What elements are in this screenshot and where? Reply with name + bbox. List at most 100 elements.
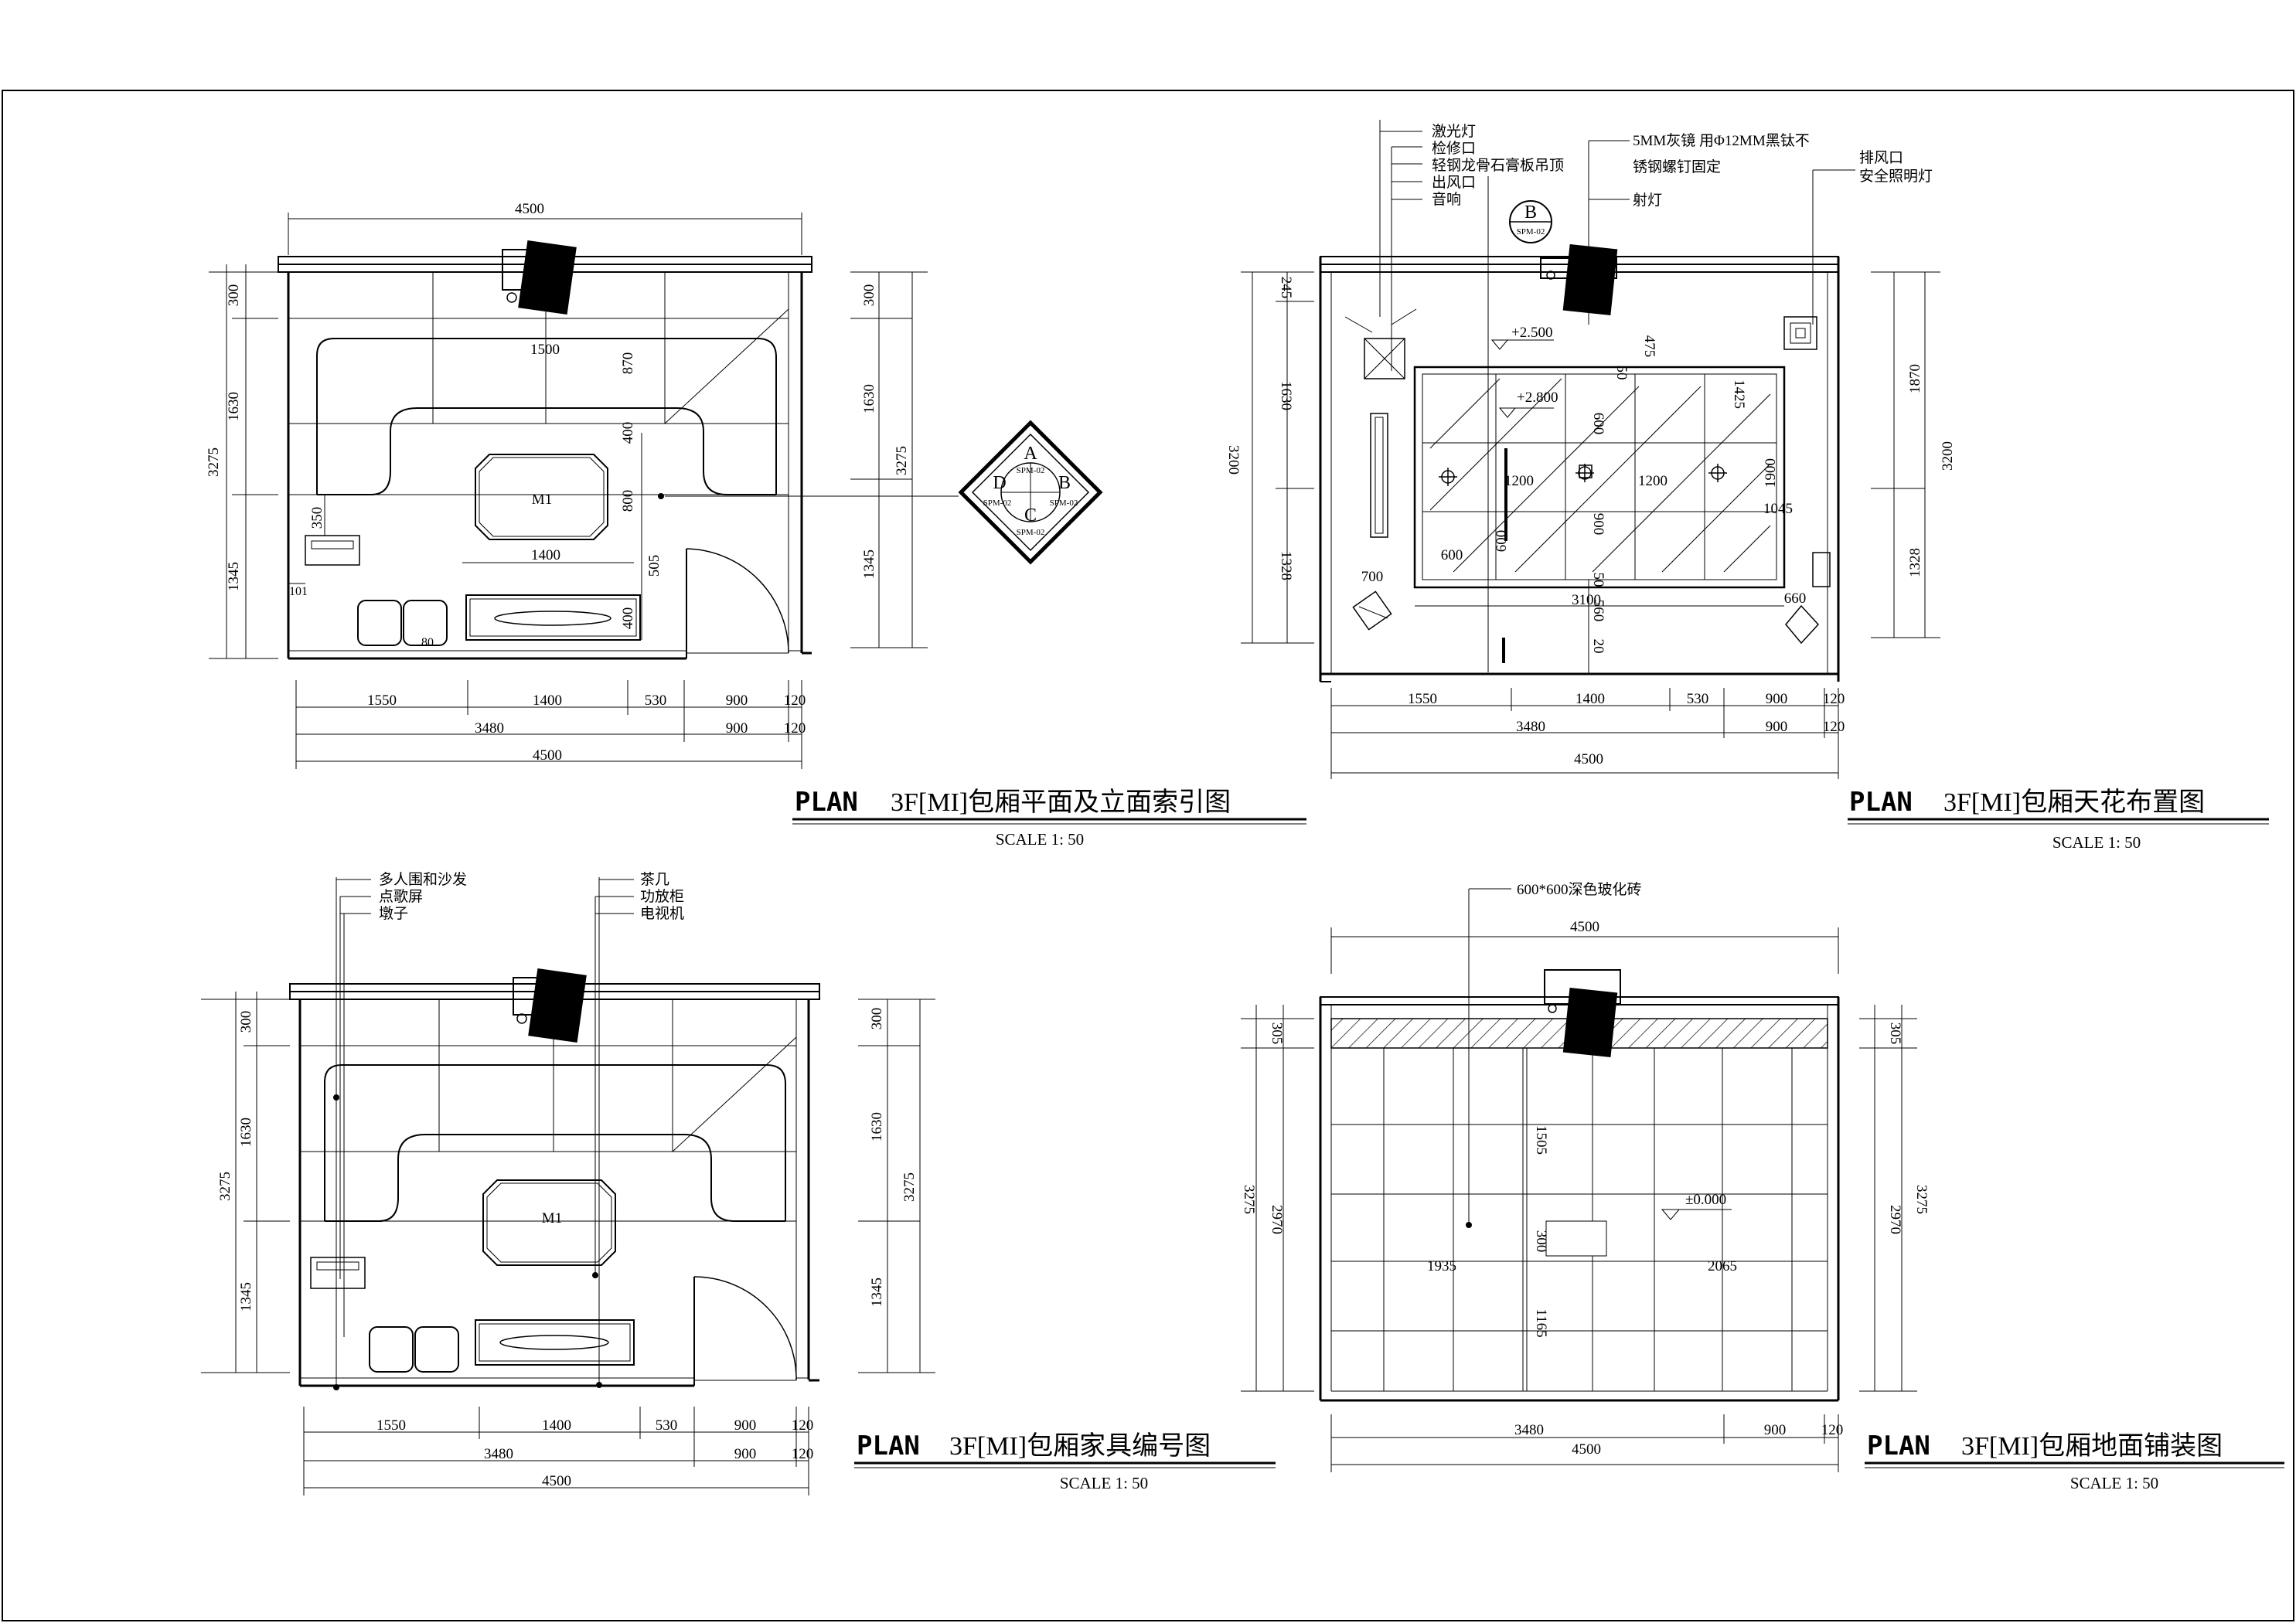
p1-inner-1500: 1500 [530,342,560,358]
p3-left-2: 1345 [238,1282,254,1312]
index-letter-b: B [1058,473,1071,493]
p1-inner-80: 80 [421,636,434,649]
p3-table-tag: M1 [542,1210,562,1227]
p1-b2-1: 900 [726,720,748,737]
p2-left-total: 3200 [1225,445,1242,475]
p3-legend-left-2: 墩子 [379,905,408,922]
p1-left-total: 3275 [206,447,222,477]
p4-b1-0: 3480 [1514,1422,1544,1438]
plan-4-title: PLAN 3F[MI]包厢地面铺装图 SCALE 1: 50 [1865,1431,2284,1492]
index-ref-c: SPM-02 [1017,528,1045,537]
p2-inner-3: 600 [1590,413,1606,435]
p1-right-1630: 1630 [861,384,877,413]
p2-inner-4: 1200 [1504,473,1534,489]
p1-inner-400b: 400 [620,607,636,630]
p2-legend-left-1: 检修口 [1432,140,1476,157]
plan-2-labels: B SPM-02 激光灯 检修口 轻钢龙骨石膏板吊顶 出风口 音响 5MM灰镜 … [1225,123,1956,767]
p1-title: 3F[MI]包厢平面及立面索引图 [891,788,1231,817]
p1-right-300: 300 [861,284,877,307]
p4-b3-0: 4500 [1572,1441,1601,1458]
p2-right-0: 1870 [1907,364,1923,393]
p1-b1-4: 120 [784,692,806,709]
plan-4-labels: 600*600深色玻化砖 4500 ±0.000 1505 300 1165 1… [1241,881,1930,1458]
p3-title: 3F[MI]包厢家具编号图 [949,1431,1211,1461]
p2-legend-left-2: 轻钢龙骨石膏板吊顶 [1432,156,1564,174]
p1-table-tag: M1 [532,492,552,508]
index-letter-a: A [1024,444,1037,464]
p2-b2-1: 900 [1766,719,1788,735]
p2-b1-0: 1550 [1408,691,1437,707]
p3-left-total: 3275 [217,1172,233,1201]
p3-b2-2: 120 [792,1446,814,1462]
p2-b3-0: 4500 [1574,751,1603,767]
p3-left-1: 1630 [238,1118,254,1147]
p2-legend-left-0: 激光灯 [1432,123,1476,140]
p1-inner-101: 101 [289,585,308,598]
p4-level: ±0.000 [1685,1192,1726,1208]
index-ref-b: SPM-02 [1050,498,1078,508]
p3-legend-left-0: 多人围和沙发 [379,871,467,888]
p4-right-1: 2970 [1887,1205,1903,1234]
p2-left-0: 245 [1278,277,1294,299]
p4-inner-0: 1505 [1533,1125,1549,1155]
p4-top-dim: 4500 [1570,919,1599,935]
p1-b3-0: 4500 [533,747,562,764]
p1-inner-505: 505 [646,555,663,577]
p2-b2-2: 120 [1823,719,1845,735]
p1-inner-400a: 400 [620,422,636,444]
index-symbol-labels: A B C D SPM-02 SPM-02 SPM-02 SPM-02 [983,444,1078,537]
p2-inner-7: 1045 [1763,501,1793,517]
index-ref-d: SPM-02 [983,498,1012,508]
p2-level-0: +2.500 [1511,325,1552,341]
p2-scale: SCALE 1: 50 [2052,833,2141,852]
p2-inner-15: 50 [1590,573,1606,587]
p1-b1-1: 1400 [533,692,562,709]
p3-left-0: 300 [238,1011,254,1033]
p3-b3-0: 4500 [542,1473,571,1489]
p4-inner-4: 2065 [1708,1258,1737,1274]
p2-b1-4: 120 [1823,691,1845,707]
index-letter-d: D [993,473,1006,493]
p1-title-prefix: PLAN [795,787,858,818]
p2-inner-10: 600 [1494,530,1510,553]
p2-inner-0: 475 [1641,335,1657,358]
p2-level-1: +2.800 [1517,390,1558,406]
p2-b1-2: 530 [1687,691,1709,707]
p2-legend-right-0: 排风口 [1859,149,1903,166]
plan-3-labels: 多人围和沙发 点歌屏 墩子 茶几 功放柜 电视机 M1 300 1630 134… [217,871,918,1489]
p3-right-1: 1630 [869,1112,885,1142]
p2-right-total: 3200 [1940,441,1956,471]
p2-left-1: 1630 [1278,381,1294,410]
p2-legend-mid-1: 锈钢螺钉固定 [1633,158,1721,175]
p1-b1-3: 900 [726,692,748,709]
p2-inner-12: 700 [1361,569,1384,585]
p4-right-0: 305 [1887,1022,1903,1045]
p2-marker-ref: SPM-02 [1517,227,1545,236]
plan-1-title: PLAN 3F[MI]包厢平面及立面索引图 SCALE 1: 50 [792,787,1306,849]
p1-b1-0: 1550 [367,692,397,709]
p2-b2-0: 3480 [1516,719,1545,735]
p2-left-2: 1328 [1278,551,1294,580]
p2-title-prefix: PLAN [1849,787,1913,818]
p4-inner-2: 1165 [1533,1308,1549,1337]
p3-scale: SCALE 1: 50 [1060,1474,1148,1492]
p4-b1-2: 120 [1821,1422,1844,1438]
p1-right-total: 3275 [894,446,910,475]
p2-inner-9: 600 [1441,547,1463,563]
plan-3-layout [201,877,935,1495]
p4-title: 3F[MI]包厢地面铺装图 [1961,1431,2223,1461]
plan-3-title: PLAN 3F[MI]包厢家具编号图 SCALE 1: 50 [854,1431,1276,1492]
p2-legend-mid-2: 射灯 [1633,192,1662,209]
p3-b1-2: 530 [656,1417,678,1434]
p2-inner-5: 1200 [1638,473,1667,489]
p2-inner-2: 1425 [1731,379,1747,409]
p3-b1-0: 1550 [376,1417,406,1434]
p3-right-total: 3275 [901,1172,918,1202]
p2-marker-letter: B [1524,202,1537,223]
p2-inner-8: 900 [1590,513,1606,536]
p2-legend-mid-0: 5MM灰镜 用Φ12MM黑钛不 [1633,132,1810,149]
p3-b1-4: 120 [792,1417,814,1434]
p3-b2-1: 900 [734,1446,757,1462]
p2-b1-1: 1400 [1576,691,1605,707]
p3-legend-left-1: 点歌屏 [379,888,423,905]
